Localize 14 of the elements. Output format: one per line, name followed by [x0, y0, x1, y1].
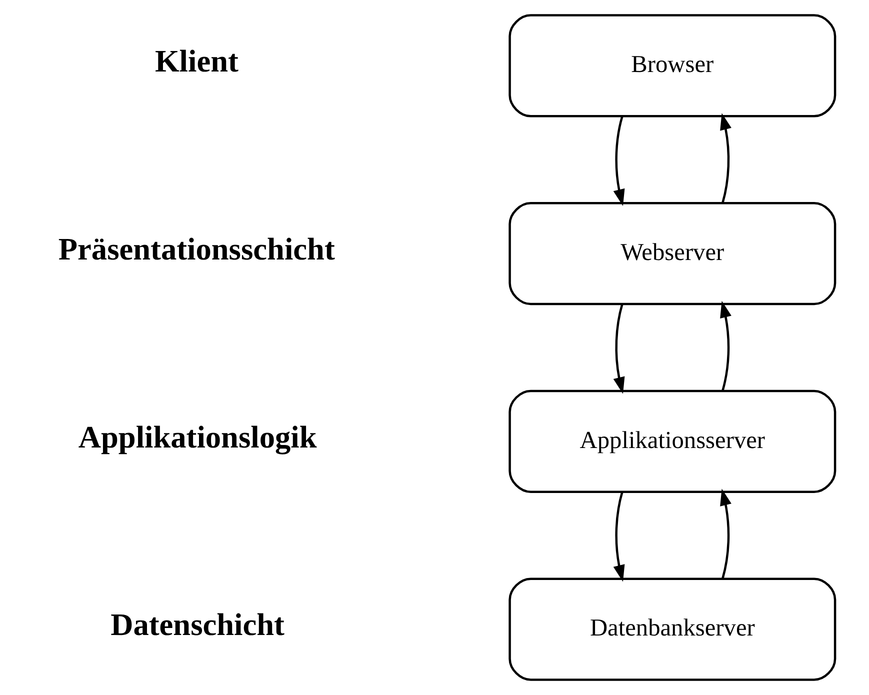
node-box: Applikationsserver [508, 390, 836, 493]
node-box: Browser [508, 14, 836, 118]
arrow [612, 304, 624, 394]
label: Applikationslogik [78, 419, 316, 454]
arrow [720, 488, 731, 579]
label: Präsentationsschicht [58, 231, 334, 266]
node-box: Webserver [508, 202, 836, 306]
arrow [720, 300, 731, 391]
node-box: Datenbankserver [508, 578, 836, 681]
label: Datenschicht [110, 607, 284, 642]
label: Klient [154, 44, 238, 79]
arrow [612, 492, 624, 582]
arrow [720, 113, 731, 203]
arrow [612, 116, 624, 206]
